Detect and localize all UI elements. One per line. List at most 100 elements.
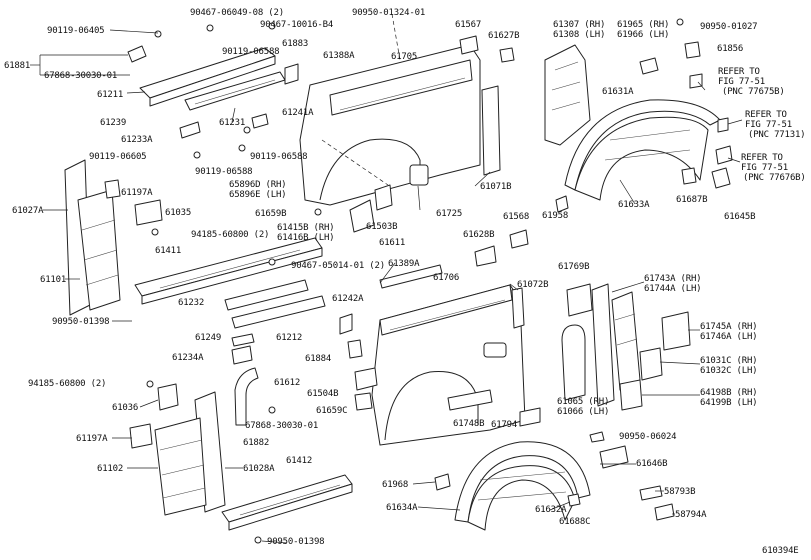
part-label: 90950-01398: [267, 537, 325, 547]
part-label: 90467-06049-08 (2): [190, 8, 284, 18]
part-label: 61634A: [386, 503, 418, 513]
part-label: 61308 (LH): [553, 30, 606, 40]
part-label: 61881: [4, 61, 31, 71]
part-label: 61307 (RH): [553, 20, 606, 30]
part-label: 61745A (RH): [700, 322, 758, 332]
part-label: 61416B (LH): [277, 233, 335, 243]
part-label: 90950-01324-01: [352, 8, 426, 18]
rail-61232-61212: [224, 279, 353, 347]
part-label: 61032C (LH): [700, 366, 758, 376]
rocker-61411: [134, 237, 323, 305]
part-label: 61645B: [724, 212, 756, 222]
part-label: (PNC 77675B): [722, 87, 785, 97]
part-label: 90950-01398: [52, 317, 110, 327]
rocker-61412: [221, 474, 353, 544]
part-label: 61197A: [121, 188, 153, 198]
part-label: 61231: [219, 118, 246, 128]
part-61646B: [599, 445, 675, 521]
part-label: 61411: [155, 246, 182, 256]
part-label: (PNC 77131): [748, 130, 806, 140]
part-label: FIG 77-51: [718, 77, 765, 87]
wheelhouse-61632A: [434, 441, 591, 531]
part-label: 61611: [379, 238, 406, 248]
part-label: 61503B: [366, 222, 398, 232]
part-label: 61066 (LH): [557, 407, 610, 417]
part-label: 61232: [178, 298, 205, 308]
part-label: 61567: [455, 20, 482, 30]
part-label: 90119-06605: [89, 152, 147, 162]
part-label: 61725: [436, 209, 463, 219]
part-label: 61769B: [558, 262, 590, 272]
part-label: 61036: [112, 403, 139, 413]
lower-side-panel-61706: [347, 264, 541, 446]
part-label: 61706: [433, 273, 460, 283]
part-label: 61233A: [121, 135, 153, 145]
part-label: REFER TO: [718, 67, 760, 77]
part-label: 61065 (RH): [557, 397, 610, 407]
part-label: 90119-06588: [250, 152, 308, 162]
part-label: 61688C: [559, 517, 591, 527]
part-label: 90950-01027: [700, 22, 758, 32]
part-label: 64198B (RH): [700, 388, 758, 398]
part-label: 61705: [391, 52, 418, 62]
part-label: 64199B (LH): [700, 398, 758, 408]
part-label: 61504B: [307, 389, 339, 399]
part-label: 90467-10016-B4: [260, 20, 334, 30]
part-label: REFER TO: [745, 110, 787, 120]
part-label: 61883: [282, 39, 309, 49]
part-label: 61249: [195, 333, 222, 343]
wheelhouse-liner-61631A: [564, 99, 721, 201]
brackets-61035: [134, 199, 163, 236]
part-label: 61958: [542, 211, 569, 221]
part-61065: [561, 283, 605, 443]
part-label: 61388A: [323, 51, 355, 61]
part-label: 58793B: [664, 487, 696, 497]
part-label: 65896D (RH): [229, 180, 287, 190]
part-label: 61027A: [12, 206, 44, 216]
upper-side-panel-61705: [299, 13, 515, 206]
part-label: 61568: [503, 212, 530, 222]
part-label: 61072B: [517, 280, 549, 290]
small-parts-right-top: [474, 18, 733, 267]
part-label: 90119-06588: [195, 167, 253, 177]
part-label: 61632A: [535, 505, 567, 515]
small-brackets-top-left: [127, 22, 276, 159]
part-label: 67868-30030-01: [245, 421, 319, 431]
part-label: 61234A: [172, 353, 204, 363]
part-label: 61028A: [243, 464, 275, 474]
part-label: 61966 (LH): [617, 30, 670, 40]
part-label: 61197A: [76, 434, 108, 444]
part-label: 61412: [286, 456, 313, 466]
part-label: (PNC 77676B): [743, 173, 806, 183]
part-label: 61968: [382, 480, 409, 490]
part-label: 61035: [165, 208, 192, 218]
bracket-61883: [284, 63, 299, 85]
part-label: 61212: [276, 333, 303, 343]
part-label: 61389A: [388, 259, 420, 269]
pillar-61028A: [129, 380, 226, 516]
rail-61211: [139, 47, 276, 107]
part-label: 67868-30030-01: [44, 71, 118, 81]
part-label: 61628B: [463, 230, 495, 240]
part-label: 90950-06024: [619, 432, 677, 442]
part-label: 61031C (RH): [700, 356, 758, 366]
part-label: 61646B: [636, 459, 668, 469]
part-label: 61211: [97, 90, 124, 100]
leader-lines: [30, 29, 743, 544]
part-label: 61882: [243, 438, 270, 448]
part-label: 61631A: [602, 87, 634, 97]
diagram-code: 610394E: [762, 546, 799, 556]
part-label: 61415B (RH): [277, 223, 335, 233]
part-label: 61659B: [255, 209, 287, 219]
part-label: 65896E (LH): [229, 190, 287, 200]
part-label: 90119-06405: [47, 26, 105, 36]
part-label: 61743A (RH): [644, 274, 702, 284]
part-label: 61612: [274, 378, 301, 388]
pillar-61743A: [591, 283, 691, 411]
part-label: 61856: [717, 44, 744, 54]
part-label: 90119-06588: [222, 47, 280, 57]
part-label: 61659C: [316, 406, 348, 416]
part-label: 61884: [305, 354, 332, 364]
